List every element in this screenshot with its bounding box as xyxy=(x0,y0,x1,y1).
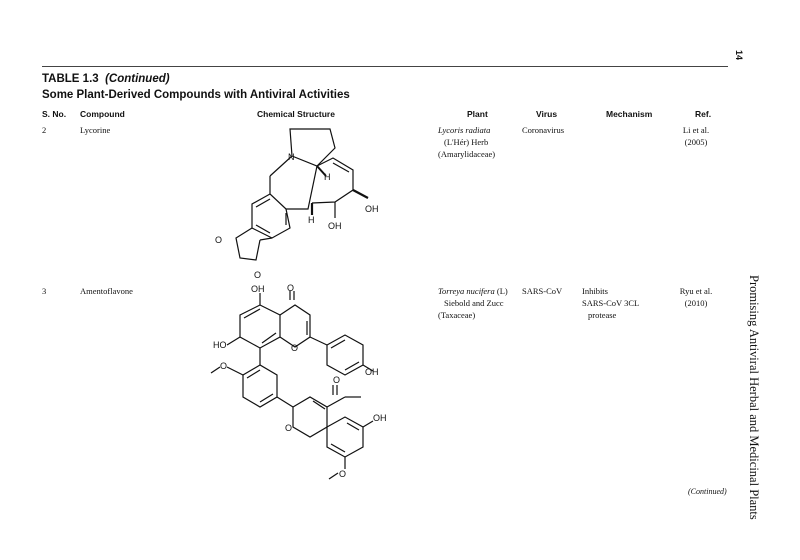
table-continued-label: (Continued) xyxy=(105,73,170,85)
row2-sno: 3 xyxy=(42,286,47,296)
row1-ref: Li et al. (2005) xyxy=(672,124,720,148)
row1-plant-species: Lycoris radiata xyxy=(438,125,491,135)
row1-plant: Lycoris radiata (L'Hér) Herb (Amarylidac… xyxy=(438,124,518,160)
amentoflavone-structure: OH O HO O OH O O O OH O xyxy=(205,283,405,488)
row2-plant-author-abbrev: (L) xyxy=(494,286,508,296)
amento-o-ring2-label: O xyxy=(285,423,292,433)
row1-sno: 2 xyxy=(42,125,47,135)
lycorine-oh2-label: OH xyxy=(328,221,342,231)
row2-mechanism: Inhibits SARS-CoV 3CL protease xyxy=(582,285,662,321)
header-plant: Plant xyxy=(467,109,488,119)
row2-mechanism-line1: Inhibits xyxy=(582,286,608,296)
row1-plant-family: (Amarylidaceae) xyxy=(438,149,496,159)
page-number: 14 xyxy=(734,50,744,61)
table-title: TABLE 1.3 (Continued) xyxy=(42,73,170,85)
lycorine-h2-label: H xyxy=(308,215,315,225)
header-ref: Ref. xyxy=(695,109,712,119)
amento-oh-right-label: OH xyxy=(365,367,379,377)
row2-plant-author: Siebold and Zucc xyxy=(444,298,504,308)
lycorine-o2-label: O xyxy=(254,270,261,280)
header-sno: S. No. xyxy=(42,109,67,119)
row1-virus: Coronavirus xyxy=(522,125,565,135)
row1-ref-authors: Li et al. xyxy=(682,125,710,135)
row2-mechanism-line2: SARS-CoV 3CL xyxy=(582,298,640,308)
row2-plant: Torreya nucifera (L) Siebold and Zucc (T… xyxy=(438,285,522,321)
amento-o-bottom-label: O xyxy=(339,469,346,479)
row2-ref: Ryu et al. (2010) xyxy=(672,285,720,309)
header-structure: Chemical Structure xyxy=(257,109,335,119)
table-number: TABLE 1.3 xyxy=(42,73,99,85)
lycorine-h1-label: H xyxy=(324,172,331,182)
amento-o-carbonyl2-label: O xyxy=(333,375,340,385)
row2-mechanism-line3: protease xyxy=(588,310,617,320)
running-title: Promising Antiviral Herbal and Medicinal… xyxy=(747,275,761,520)
row2-ref-year: (2010) xyxy=(684,298,708,308)
header-virus: Virus xyxy=(536,109,558,119)
amento-ho-left-label: HO xyxy=(213,340,227,350)
row2-virus: SARS-CoV xyxy=(522,286,563,296)
row2-plant-family: (Taxaceae) xyxy=(438,310,476,320)
amento-o-ring1-label: O xyxy=(291,343,298,353)
amento-o-top-label: O xyxy=(287,283,294,293)
row2-plant-species: Torreya nucifera xyxy=(438,286,495,296)
header-compound: Compound xyxy=(80,109,125,119)
row1-compound: Lycorine xyxy=(80,125,111,135)
row1-plant-author: (L'Hér) Herb xyxy=(444,137,489,147)
table-subtitle: Some Plant-Derived Compounds with Antivi… xyxy=(42,89,350,101)
amento-o-methoxy-label: O xyxy=(220,361,227,371)
lycorine-structure: N H H OH OH O O xyxy=(200,118,400,288)
header-mechanism: Mechanism xyxy=(606,109,653,119)
row1-ref-year: (2005) xyxy=(684,137,708,147)
amento-oh-top-label: OH xyxy=(251,284,265,294)
lycorine-o1-label: O xyxy=(215,235,222,245)
table-continued-footer: (Continued) xyxy=(688,487,727,496)
amento-oh2-label: OH xyxy=(373,413,387,423)
row2-ref-authors: Ryu et al. xyxy=(679,286,713,296)
header-rule xyxy=(42,66,728,67)
row2-compound: Amentoflavone xyxy=(80,286,133,296)
lycorine-n-label: N xyxy=(288,152,295,162)
lycorine-oh1-label: OH xyxy=(365,204,379,214)
